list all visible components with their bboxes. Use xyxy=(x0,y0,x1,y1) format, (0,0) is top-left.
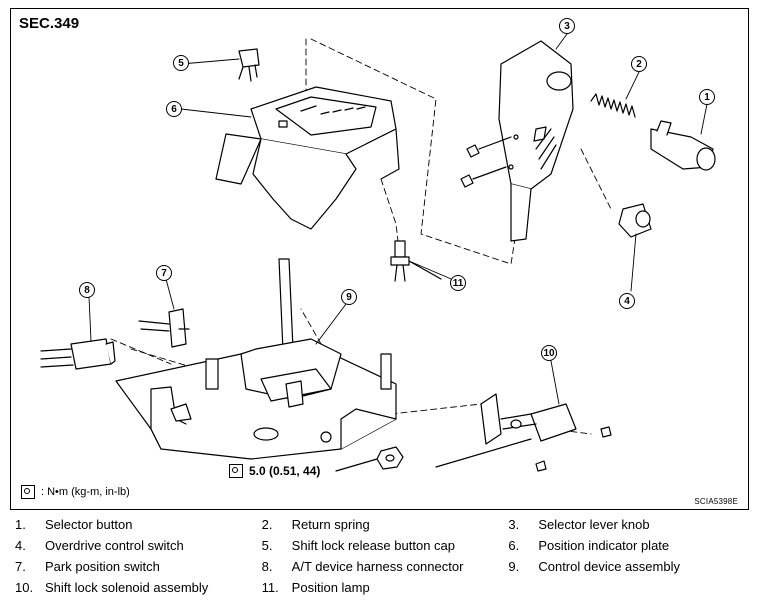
callout-6: 6 xyxy=(166,101,182,117)
callout-1: 1 xyxy=(699,89,715,105)
legend-label: Control device assembly xyxy=(538,559,680,574)
callout-9: 9 xyxy=(341,289,357,305)
legend-number: 11. xyxy=(261,580,279,595)
legend-item: 7. Park position switch xyxy=(10,559,257,574)
legend-label: Park position switch xyxy=(45,559,160,574)
legend-item: 11. Position lamp xyxy=(257,580,504,595)
legend-number: 10. xyxy=(15,580,34,595)
shift-lock-solenoid xyxy=(435,393,612,472)
callout-10: 10 xyxy=(541,345,557,361)
overdrive-switch xyxy=(618,203,652,238)
legend-item: 9. Control device assembly xyxy=(503,559,750,574)
legend-number: 5. xyxy=(261,538,273,553)
legend-row: 7. Park position switch 8. A/T device harn… xyxy=(10,556,750,577)
selector-lever-knob xyxy=(498,40,574,242)
harness-connector xyxy=(40,338,116,370)
legend-number: 3. xyxy=(508,517,520,532)
park-position-switch xyxy=(138,308,190,348)
callout-11: 11 xyxy=(450,275,466,291)
diagram-drawing xyxy=(40,33,716,472)
callout-2: 2 xyxy=(631,56,647,72)
legend-label: Selector lever knob xyxy=(538,517,650,532)
torque-spec: 5.0 (0.51, 44) xyxy=(229,464,320,478)
figure-code: SCIA5398E xyxy=(694,497,738,506)
exploded-diagram: SEC.349 5 6 3 2 1 4 7 8 9 10 11 5.0 (0.5… xyxy=(10,8,749,510)
section-label: SEC.349 xyxy=(19,15,80,32)
torque-wrench-icon xyxy=(229,464,243,478)
knob-screws xyxy=(460,136,512,188)
legend-number: 2. xyxy=(261,517,273,532)
legend-number: 4. xyxy=(15,538,26,553)
legend-item: 6. Position indicator plate xyxy=(503,538,750,553)
legend-item: 3. Selector lever knob xyxy=(503,517,750,532)
legend-number: 1. xyxy=(15,517,26,532)
legend-label: Return spring xyxy=(291,517,370,532)
legend-item: 4. Overdrive control switch xyxy=(10,538,257,553)
lever-rod xyxy=(278,258,294,352)
callout-5: 5 xyxy=(173,55,189,71)
selector-button xyxy=(650,120,716,171)
legend-label: Overdrive control switch xyxy=(45,538,184,553)
position-lamp xyxy=(390,240,442,282)
legend-item: 8. A/T device harness connector xyxy=(257,559,504,574)
legend-number: 8. xyxy=(261,559,273,574)
position-indicator-plate xyxy=(215,86,400,230)
callout-8: 8 xyxy=(79,282,95,298)
return-spring xyxy=(590,93,636,118)
callout-4: 4 xyxy=(619,293,635,309)
callout-3: 3 xyxy=(559,18,575,34)
units-legend: : N•m (kg-m, in-lb) xyxy=(21,485,130,499)
legend-label: Shift lock release button cap xyxy=(291,538,455,553)
legend-label: Position lamp xyxy=(291,580,370,595)
legend-number: 7. xyxy=(15,559,26,574)
legend-label: Shift lock solenoid assembly xyxy=(45,580,209,595)
legend-row: 1. Selector button 2. Return spring 3. Sele… xyxy=(10,514,750,535)
callout-leaders xyxy=(88,33,708,405)
torque-wrench-icon xyxy=(21,485,35,499)
legend-item: 1. Selector button xyxy=(10,517,257,532)
legend-row: 4. Overdrive control switch 5. Shift lock … xyxy=(10,535,750,556)
control-device-assembly xyxy=(115,338,397,460)
parts-legend: 1. Selector button 2. Return spring 3. Sele… xyxy=(10,514,750,598)
torque-value: 5.0 (0.51, 44) xyxy=(249,464,321,478)
mounting-nut xyxy=(335,446,404,472)
legend-label: Position indicator plate xyxy=(538,538,670,553)
legend-number: 9. xyxy=(508,559,520,574)
legend-item: 5. Shift lock release button cap xyxy=(257,538,504,553)
legend-number: 6. xyxy=(508,538,520,553)
leader-lines xyxy=(110,38,612,435)
callout-7: 7 xyxy=(156,265,172,281)
shift-lock-cap xyxy=(238,48,260,82)
legend-row: 10. Shift lock solenoid assembly 11. Posit… xyxy=(10,577,750,598)
legend-label: Selector button xyxy=(45,517,133,532)
legend-item: 2. Return spring xyxy=(257,517,504,532)
legend-label: A/T device harness connector xyxy=(291,559,464,574)
units-label: : N•m (kg-m, in-lb) xyxy=(41,486,130,498)
legend-item: 10. Shift lock solenoid assembly xyxy=(10,580,257,595)
